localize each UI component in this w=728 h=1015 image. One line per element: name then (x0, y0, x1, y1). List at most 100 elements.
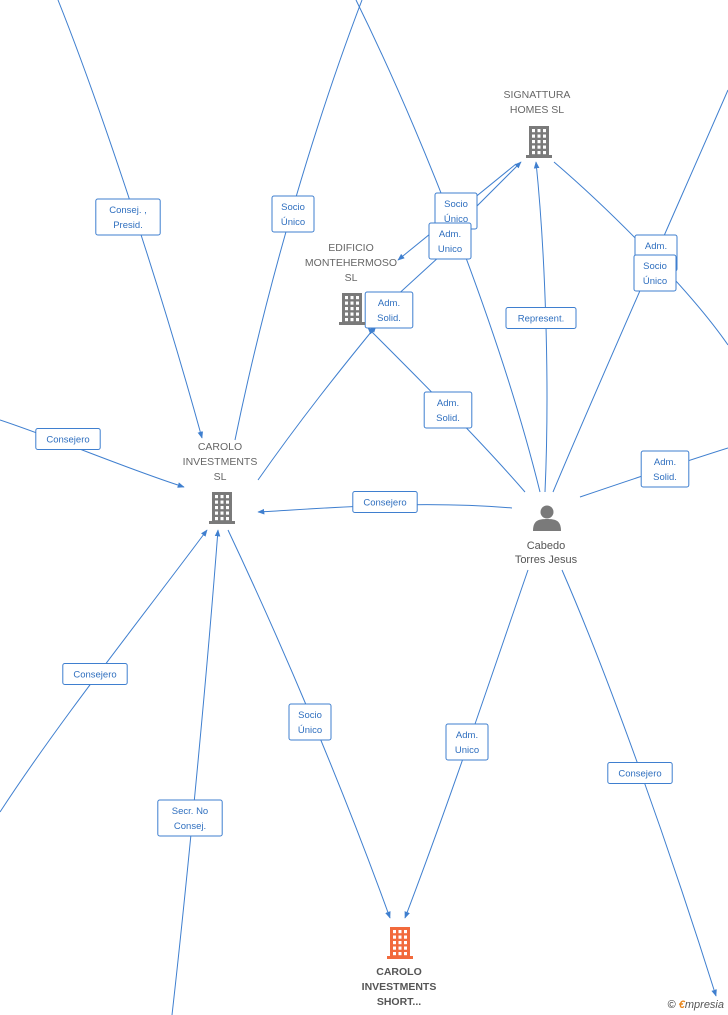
building-window (215, 500, 218, 504)
edge-label-represent[interactable]: Represent. (505, 307, 577, 329)
edge-label-adm-unico-edif[interactable]: Adm. Unico (428, 222, 472, 260)
edge-label-text: Socio (444, 199, 468, 210)
building-window (215, 495, 218, 499)
edge-label-consejero-lowright[interactable]: Consejero (607, 762, 673, 784)
node-carolo-investments-short[interactable]: CAROLOINVESTMENTSSHORT... (362, 927, 437, 1008)
edge-label-text: Consejero (73, 670, 116, 681)
building-window (537, 134, 541, 138)
building-window (226, 511, 229, 515)
edge-label-box (640, 450, 690, 488)
edge-consejero-left[interactable] (0, 419, 185, 488)
node-label-line: SHORT... (377, 996, 421, 1008)
edge-label-text: Socio (281, 202, 305, 213)
building-window (226, 495, 229, 499)
node-label-line: INVESTMENTS (362, 981, 437, 993)
building-icon (526, 126, 552, 158)
building-window (404, 946, 407, 950)
edge-label-box (607, 762, 673, 784)
edge-label-text: Unico (438, 244, 462, 255)
building-window (345, 318, 348, 322)
person-icon (533, 505, 561, 531)
building-window (404, 935, 407, 939)
building-window (532, 134, 535, 138)
edge-label-secr-no-consej[interactable]: Secr. No Consej. (157, 799, 223, 837)
building-window (350, 301, 354, 305)
building-base (339, 322, 365, 325)
building-window (532, 145, 535, 149)
building-window (393, 930, 396, 934)
building-window (393, 941, 396, 945)
edge-consej-presid[interactable] (57, 0, 204, 439)
empresia-brand[interactable]: © €mpresia (668, 999, 724, 1011)
copyright-icon: © (667, 999, 676, 1011)
edge-label-consejero-left[interactable]: Consejero (35, 428, 101, 450)
building-window (220, 511, 224, 515)
edge-label-box (271, 195, 315, 233)
edge-label-text: Único (444, 214, 468, 225)
building-icon-focus (387, 927, 413, 959)
building-window (543, 145, 546, 149)
building-window (220, 500, 224, 504)
building-window (404, 952, 407, 956)
edge-label-text: Solid. (653, 472, 677, 483)
edge-label-box (62, 663, 128, 685)
building-window (532, 151, 535, 155)
building-window (345, 312, 348, 316)
building-window (220, 517, 224, 521)
edge-label-box (352, 491, 418, 513)
building-window (543, 140, 546, 144)
building-window (398, 935, 402, 939)
building-window (350, 307, 354, 311)
building-window (532, 129, 535, 133)
edge-label-consejero-cabedo[interactable]: Consejero (352, 491, 418, 513)
building-base (387, 956, 413, 959)
edge-label-adm-solid-mid[interactable]: Adm.Solid. (423, 391, 473, 429)
building-window (215, 517, 218, 521)
edge-label-text: Adm. (654, 457, 676, 468)
building-window (532, 140, 535, 144)
edge-label-text: Secr. No (172, 806, 208, 817)
edge-label-text: Socio (298, 710, 322, 721)
edge-label-text: Represent. (518, 314, 564, 325)
node-label-line: Cabedo (527, 540, 566, 552)
edge-label-adm-solid-right[interactable]: Adm. Solid. (640, 450, 690, 488)
node-short-label: CAROLOINVESTMENTSSHORT... (362, 966, 437, 1008)
edge-label-text: Adm. (439, 229, 461, 240)
building-window (537, 140, 541, 144)
building-window (215, 506, 218, 510)
building-window (543, 151, 546, 155)
edge-label-consej-presid[interactable]: Consej. ,Presid. (95, 198, 161, 236)
building-window (226, 506, 229, 510)
edge-label-text: Adm. (645, 241, 667, 252)
building-window (356, 301, 359, 305)
building-window (350, 318, 354, 322)
building-window (393, 952, 396, 956)
building-base (526, 155, 552, 158)
edge-label-box (423, 391, 473, 429)
node-label-line: SL (214, 471, 227, 483)
node-label-line: HOMES SL (510, 104, 564, 116)
edge-label-text: Consej. (174, 821, 206, 832)
building-window (356, 296, 359, 300)
building-window (398, 941, 402, 945)
building-window (350, 296, 354, 300)
edge-label-adm-solid-edif[interactable]: Adm.Solid. (364, 291, 414, 329)
edge-secr-no-consej[interactable] (171, 529, 221, 1015)
building-window (537, 129, 541, 133)
building-window (543, 129, 546, 133)
edge-label-adm-unico-short[interactable]: Adm.Unico (445, 723, 489, 761)
edge-adm-solid-edif[interactable] (257, 325, 377, 481)
edge-label-consejero-lowleft[interactable]: Consejero (62, 663, 128, 685)
building-window (398, 946, 402, 950)
